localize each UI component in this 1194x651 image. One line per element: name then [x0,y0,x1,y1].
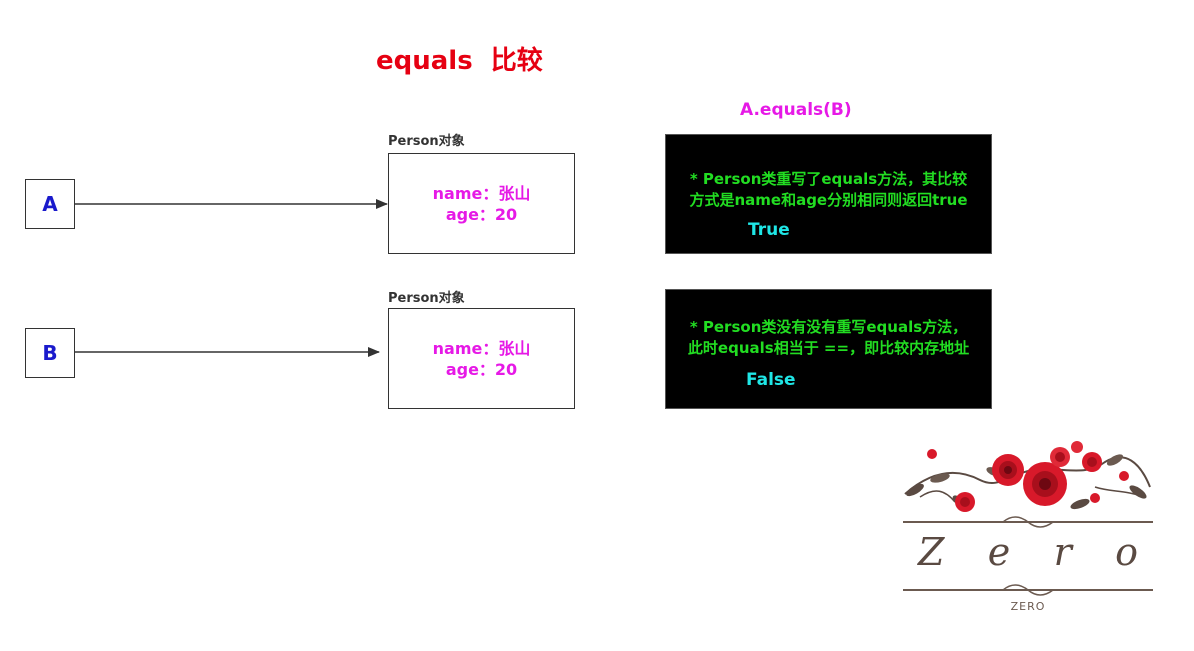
logo-letter: r [1053,530,1072,574]
diagram-title: equals 比较 [376,46,543,76]
result-1-line-2: 方式是name和age分别相同则返回true [689,191,968,209]
reference-a-box: A [25,179,75,229]
object-1-box: name：张山 age：20 [388,153,575,254]
result-panel-not-overridden: * Person类没有没有重写equals方法， 此时equals相当于 ==，… [665,289,992,409]
object-2-caption: Person对象 [388,291,465,306]
result-2-line-1: * Person类没有没有重写equals方法， [689,318,968,336]
object-2-age: age：20 [445,359,518,379]
result-2-verdict: False [746,370,796,390]
object-1-age: age：20 [445,204,518,224]
reference-b-box: B [25,328,75,378]
object-1-caption: Person对象 [388,134,465,149]
expression-heading: A.equals(B) [740,100,852,120]
result-2-line-2: 此时equals相当于 ==，即比较内存地址 [687,339,970,357]
object-2-box: name：张山 age：20 [388,308,575,409]
logo-letter: o [1115,530,1138,574]
logo-letter: Z [918,530,945,574]
result-panel-overridden: * Person类重写了equals方法，其比较 方式是name和age分别相同… [665,134,992,254]
logo-subtitle: ZERO [1010,600,1046,613]
logo-letter: e [987,530,1011,574]
reference-a-label: A [42,192,58,216]
rose-garland-icon [903,441,1153,596]
object-1-name: name：张山 [432,183,531,203]
result-1-line-1: * Person类重写了equals方法，其比较 [689,170,968,188]
object-2-name: name：张山 [432,338,531,358]
reference-b-label: B [42,341,58,365]
result-1-verdict: True [748,220,790,240]
